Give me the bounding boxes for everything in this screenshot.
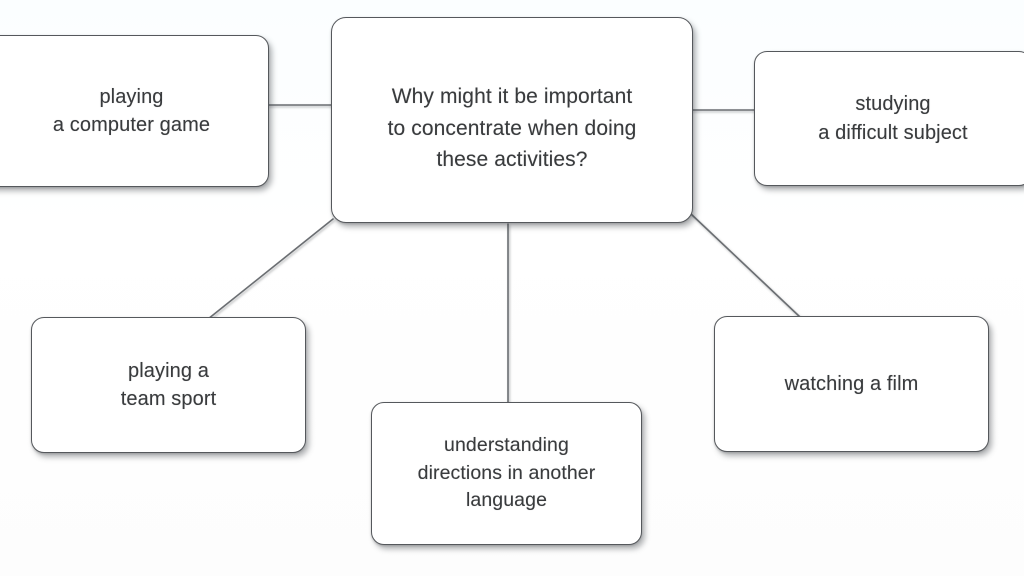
branch-label-directions: understanding directions in another lang… [417, 433, 596, 512]
connector-center-to-watching-film [690, 213, 801, 318]
branch-node-computer-game[interactable]: playing a computer game [0, 35, 269, 187]
branch-node-directions[interactable]: understanding directions in another lang… [371, 402, 642, 545]
branch-label-team-sport: playing a team sport [120, 359, 217, 410]
central-question-label: Why might it be important to concentrate… [387, 85, 637, 171]
branch-node-team-sport[interactable]: playing a team sport [31, 317, 306, 453]
branch-node-watching-film[interactable]: watching a film [714, 316, 989, 452]
branch-node-difficult-subject[interactable]: studying a difficult subject [754, 51, 1024, 186]
branch-label-watching-film: watching a film [784, 372, 919, 395]
branch-label-computer-game: playing a computer game [52, 85, 211, 136]
central-question-node[interactable]: Why might it be important to concentrate… [331, 17, 693, 223]
branch-label-difficult-subject: studying a difficult subject [818, 93, 968, 144]
connector-center-to-team-sport [207, 218, 334, 320]
